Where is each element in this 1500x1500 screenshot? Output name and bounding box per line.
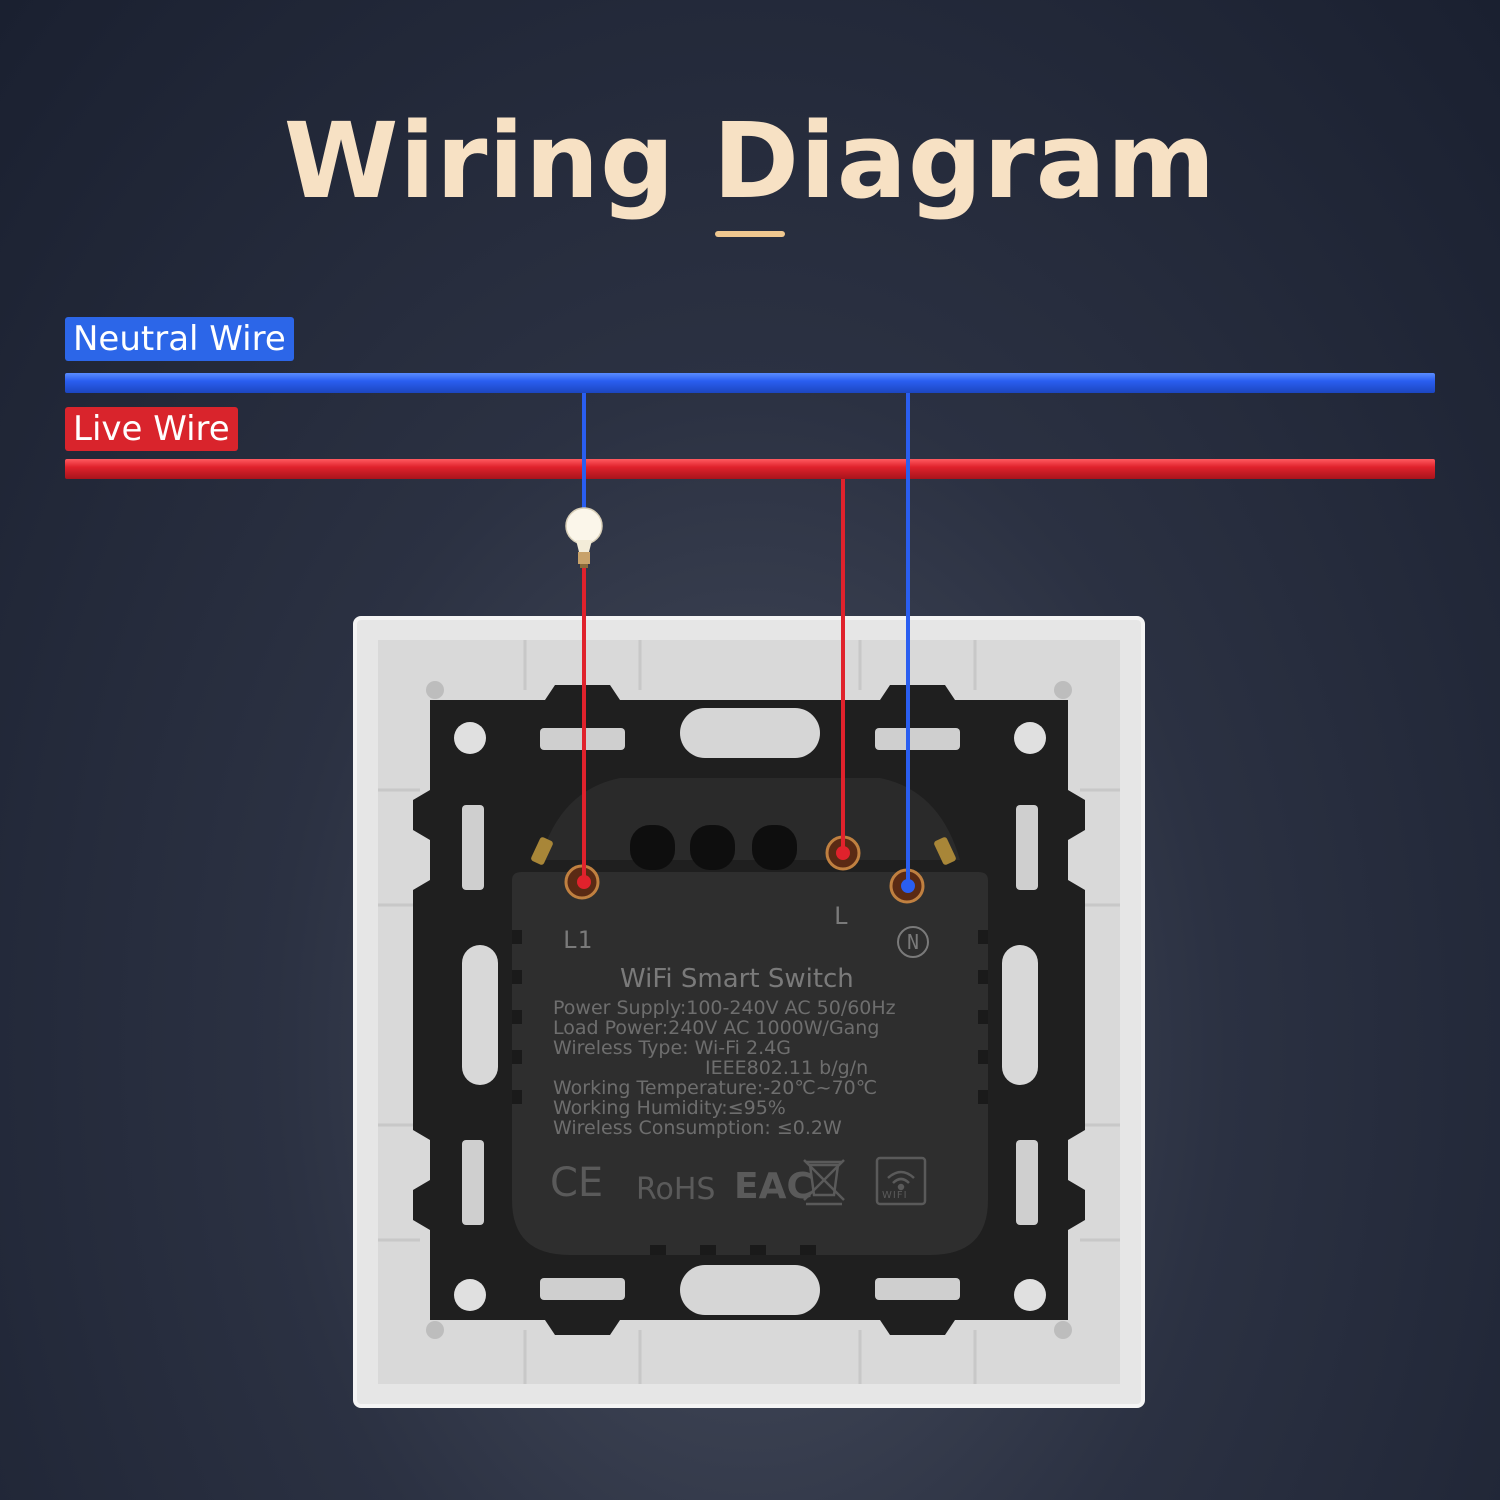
frame-hole <box>1014 1279 1046 1311</box>
switch-module <box>512 872 988 1255</box>
neutral-wire-label: Neutral Wire <box>65 317 294 361</box>
frame-hole <box>454 1279 486 1311</box>
spec-line: Wireless Type: Wi-Fi 2.4G <box>553 1037 791 1059</box>
live-wire-bar <box>65 459 1435 479</box>
plate-hole <box>1054 681 1072 699</box>
frame-slot <box>875 1278 960 1300</box>
frame-slot <box>680 708 820 758</box>
eac-mark: EAC <box>734 1166 813 1207</box>
plate-hole <box>426 1321 444 1339</box>
neutral-wire-bar <box>65 373 1435 393</box>
title-underline <box>715 231 785 237</box>
plate-hole <box>1054 1321 1072 1339</box>
frame-slot <box>1016 1140 1038 1225</box>
spec-line: Load Power:240V AC 1000W/Gang <box>553 1017 880 1039</box>
spec-line: Working Humidity:≤95% <box>553 1097 786 1119</box>
device-name: WiFi Smart Switch <box>620 964 854 994</box>
terminal-l-dot <box>836 846 850 860</box>
brass-clip <box>531 837 553 865</box>
brass-clip <box>934 837 956 865</box>
frame-slot <box>462 945 498 1085</box>
rohs-mark: RoHS <box>636 1172 716 1207</box>
light-bulb-icon <box>565 507 603 568</box>
frame-slot <box>462 1140 484 1225</box>
spec-line: IEEE802.11 b/g/n <box>705 1057 869 1079</box>
plate-ribs <box>378 640 1120 1384</box>
terminal-n-label: N <box>897 926 929 958</box>
spec-line: Working Temperature:-20℃~70℃ <box>553 1077 878 1099</box>
terminal-l1-label: L1 <box>563 926 592 954</box>
wifi-mark-label: WIFI <box>882 1190 908 1201</box>
plate-hole <box>426 681 444 699</box>
terminal-block <box>540 778 960 860</box>
module-vents <box>512 930 988 1255</box>
weee-bin-icon <box>803 1159 845 1206</box>
frame-slot <box>680 1265 820 1315</box>
terminal-n-dot <box>901 879 915 893</box>
frame-slot <box>1002 945 1038 1085</box>
frame-hole <box>454 722 486 754</box>
wifi-cert-icon <box>875 1156 927 1206</box>
frame-hole <box>1014 722 1046 754</box>
spec-line: Power Supply:100-240V AC 50/60Hz <box>553 997 896 1019</box>
frame-slot <box>875 728 960 750</box>
live-wire-label: Live Wire <box>65 407 238 451</box>
terminal-l1-dot <box>577 875 591 889</box>
frame-slot <box>462 805 484 890</box>
spec-line: Wireless Consumption: ≤0.2W <box>553 1117 842 1139</box>
ce-mark: CE <box>550 1160 604 1206</box>
terminal-sockets <box>630 825 797 870</box>
frame-slot <box>540 1278 625 1300</box>
frame-slot <box>1016 805 1038 890</box>
page-title: Wiring Diagram <box>283 100 1217 222</box>
terminal-l-label: L <box>834 902 849 930</box>
